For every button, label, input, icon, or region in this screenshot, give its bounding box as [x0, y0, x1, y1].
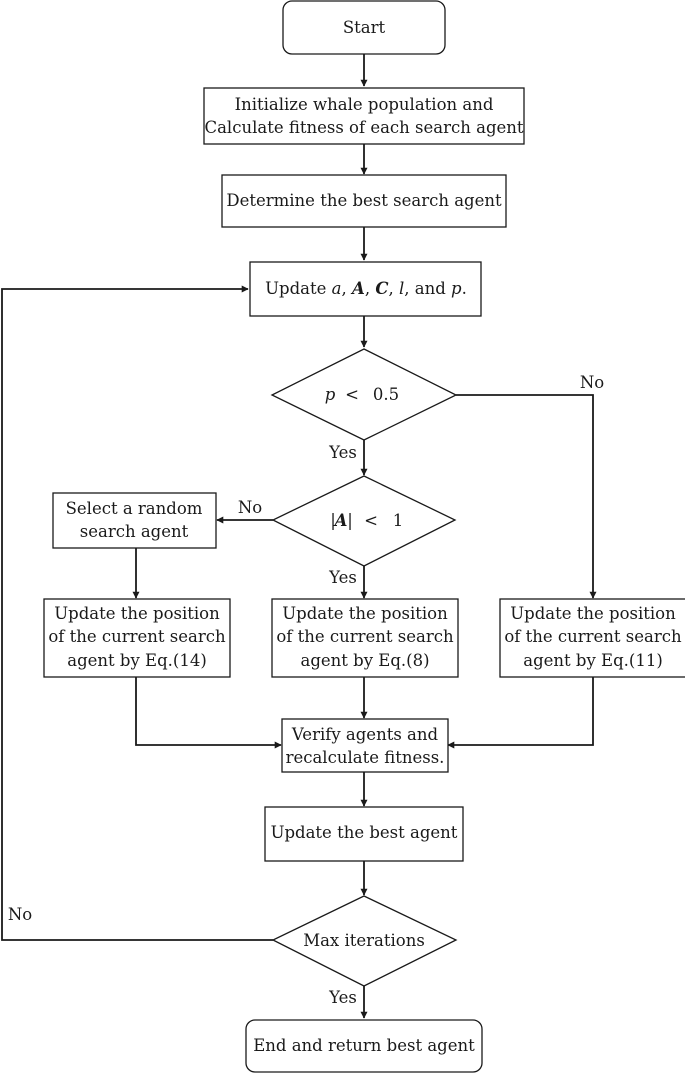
update-eq14-node: Update the position of the current searc… [43, 598, 231, 678]
determine-best-label: Determine the best search agent [226, 191, 502, 210]
start-node: Start [282, 0, 446, 55]
update-eq8-label-line2: of the current search [276, 627, 454, 646]
update-eq8-node: Update the position of the current searc… [271, 598, 459, 678]
update-best-node: Update the best agent [264, 806, 464, 862]
random-agent-label-line1: Select a random [66, 499, 203, 518]
decision-A-abs-open: | [330, 511, 336, 530]
update-eq11-label-line2: of the current search [504, 627, 682, 646]
edge-p-decision-no-to-eq11 [456, 394, 597, 599]
decision-A-var: A [333, 511, 348, 530]
decision-A-value: 1 [393, 511, 404, 530]
label-no-max-iterations: No [8, 905, 32, 924]
update-params-node: Update a, A, C, l, and p. [249, 261, 482, 317]
update-eq11-node: Update the position of the current searc… [499, 598, 685, 678]
end-label: End and return best agent [253, 1036, 475, 1055]
verify-label-line1: Verify agents and [291, 725, 439, 744]
edges [1, 54, 597, 1019]
initialize-node: Initialize whale population and Calculat… [203, 87, 525, 145]
decision-p-var: p [325, 385, 336, 404]
max-iterations-node: Max iterations [271, 895, 458, 987]
verify-label-line2: recalculate fitness. [286, 748, 445, 767]
update-eq8-label-line1: Update the position [282, 604, 448, 623]
label-no-A-decision: No [238, 498, 262, 517]
label-yes-A-decision: Yes [328, 568, 357, 587]
update-eq11-label-line3: agent by Eq.(11) [523, 651, 663, 670]
decision-p-value: 0.5 [373, 385, 399, 404]
verify-node: Verify agents and recalculate fitness. [281, 718, 449, 773]
update-eq11-label-line1: Update the position [510, 604, 676, 623]
random-agent-node: Select a random search agent [52, 492, 217, 549]
edge-max-iter-no-loop-back [1, 285, 273, 941]
update-eq14-label-line3: agent by Eq.(14) [67, 651, 207, 670]
decision-A-op: < [364, 511, 378, 530]
max-iterations-label: Max iterations [303, 931, 425, 950]
decision-A-node: | A | < 1 [271, 475, 457, 567]
end-node: End and return best agent [245, 1019, 483, 1073]
initialize-label-line1: Initialize whale population and [235, 95, 494, 114]
update-eq8-label-line3: agent by Eq.(8) [300, 651, 429, 670]
label-yes-p-decision: Yes [328, 443, 357, 462]
update-eq14-label-line1: Update the position [54, 604, 220, 623]
update-best-label: Update the best agent [271, 823, 458, 842]
edge-eq11-to-verify [447, 677, 594, 749]
label-yes-max-iterations: Yes [328, 988, 357, 1007]
edge-eq14-to-verify [135, 677, 282, 749]
update-eq14-label-line2: of the current search [48, 627, 226, 646]
decision-p-node: p < 0.5 [270, 348, 458, 441]
update-params-label: Update a, A, C, l, and p. [265, 279, 467, 298]
decision-A-abs-close: | [347, 511, 353, 530]
decision-p-op: < [345, 385, 359, 404]
start-label: Start [343, 18, 386, 37]
initialize-label-line2: Calculate fitness of each search agent [204, 118, 523, 137]
determine-best-node: Determine the best search agent [221, 174, 507, 228]
random-agent-label-line2: search agent [80, 522, 189, 541]
label-no-p-decision: No [580, 373, 604, 392]
